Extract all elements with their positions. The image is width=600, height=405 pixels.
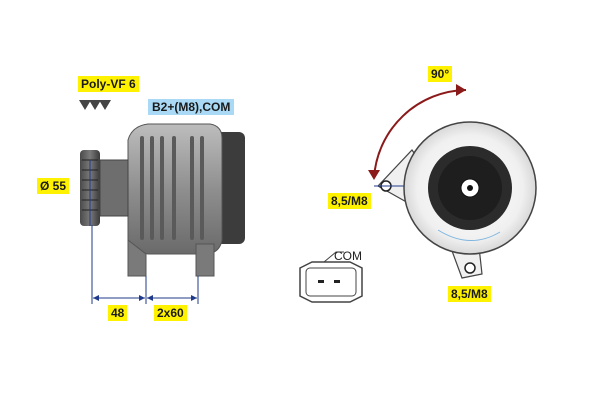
connector-pin-2 bbox=[334, 280, 340, 283]
connector-inner bbox=[305, 267, 357, 297]
alternator-side-view bbox=[79, 100, 245, 277]
angle-arrowhead-bottom bbox=[368, 170, 380, 180]
upper-mount-label: 8,5/M8 bbox=[328, 193, 371, 209]
cooling-slots bbox=[140, 136, 204, 240]
angle-arrowhead-top bbox=[456, 84, 466, 96]
connector-leader bbox=[323, 251, 344, 263]
dimension-48-label: 48 bbox=[108, 305, 128, 321]
rotation-arrow bbox=[368, 84, 467, 180]
angle-arc bbox=[373, 89, 467, 179]
rotation-hint bbox=[437, 229, 501, 241]
mount-foot-rear bbox=[195, 243, 215, 277]
poly-v-symbol bbox=[79, 100, 111, 110]
dimension-arrows bbox=[93, 295, 197, 301]
pulley-diameter-label: Ø 55 bbox=[37, 178, 70, 194]
lower-mount-label: 8,5/M8 bbox=[448, 286, 491, 302]
rotation-angle-label: 90° bbox=[428, 66, 453, 82]
belt-type-label: Poly-VF 6 bbox=[78, 76, 139, 92]
dimension-lines bbox=[89, 160, 199, 304]
connector-pin-1 bbox=[318, 280, 324, 283]
lower-mount-hole bbox=[464, 262, 476, 274]
connector-symbol bbox=[299, 251, 363, 303]
connector-label: COM bbox=[334, 249, 362, 263]
alternator-front-view bbox=[374, 121, 537, 279]
terminal-label: B2+(M8),COM bbox=[148, 99, 235, 115]
shaft-hole bbox=[467, 185, 473, 191]
dimension-2x60-label: 2x60 bbox=[154, 305, 187, 321]
front-housing bbox=[99, 159, 129, 217]
